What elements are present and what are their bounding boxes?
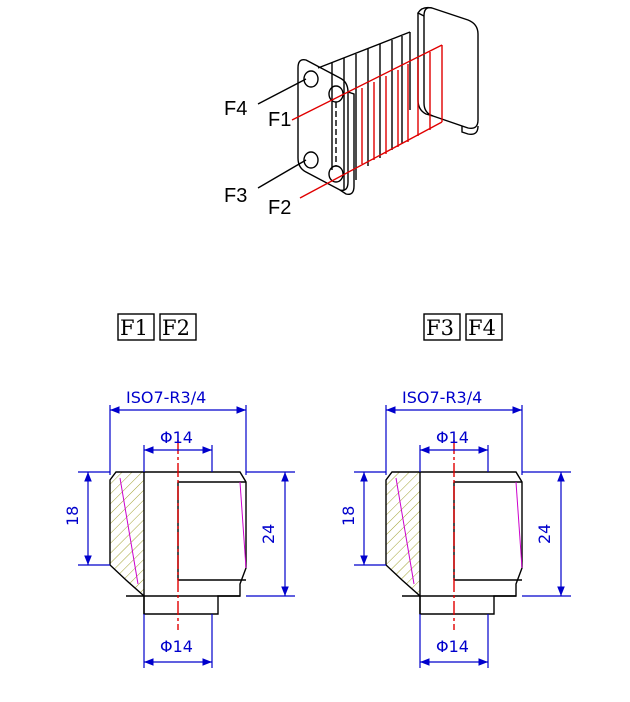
- bore-bottom: Φ14: [160, 637, 193, 656]
- f4-leader: [257, 78, 307, 105]
- label-f3: F3: [224, 185, 247, 207]
- title-box-f2: [159, 313, 197, 341]
- heat-exchanger-isometric: F4 F1 F3 F2: [224, 6, 479, 219]
- title-f3: F3: [426, 316, 454, 340]
- fitting-left: F1 F2 ISO7-R3/4 Φ14 18 24 Φ14: [63, 313, 295, 668]
- fitting-outline: [385, 471, 523, 615]
- bore-top: Φ14: [160, 428, 193, 447]
- thread-spec: ISO7-R3/4: [402, 388, 482, 407]
- height-24: 24: [535, 524, 554, 544]
- section-hatch: [386, 472, 420, 596]
- title-f4: F4: [468, 316, 496, 340]
- flow-path-red: [291, 44, 443, 199]
- fitting-right: F3 F4 ISO7-R3/4 Φ14 18 24 Φ14: [339, 313, 571, 668]
- fitting-outline: [109, 471, 247, 615]
- title-f2: F2: [162, 316, 190, 340]
- label-f1: F1: [268, 109, 291, 131]
- thread-spec: ISO7-R3/4: [126, 388, 206, 407]
- title-f1: F1: [120, 316, 148, 340]
- bore-top: Φ14: [436, 428, 469, 447]
- plate-pack: [317, 31, 411, 190]
- label-f4: F4: [224, 98, 247, 120]
- label-f2: F2: [268, 197, 291, 219]
- title-box-f1: [117, 313, 155, 341]
- height-18: 18: [339, 506, 358, 526]
- section-hatch: [110, 472, 144, 596]
- height-24: 24: [259, 524, 278, 544]
- f3-leader: [257, 159, 307, 189]
- pressure-plate: [417, 6, 479, 136]
- title-box-f4: [465, 313, 503, 341]
- height-18: 18: [63, 506, 82, 526]
- bore-bottom: Φ14: [436, 637, 469, 656]
- title-box-f3: [423, 313, 461, 341]
